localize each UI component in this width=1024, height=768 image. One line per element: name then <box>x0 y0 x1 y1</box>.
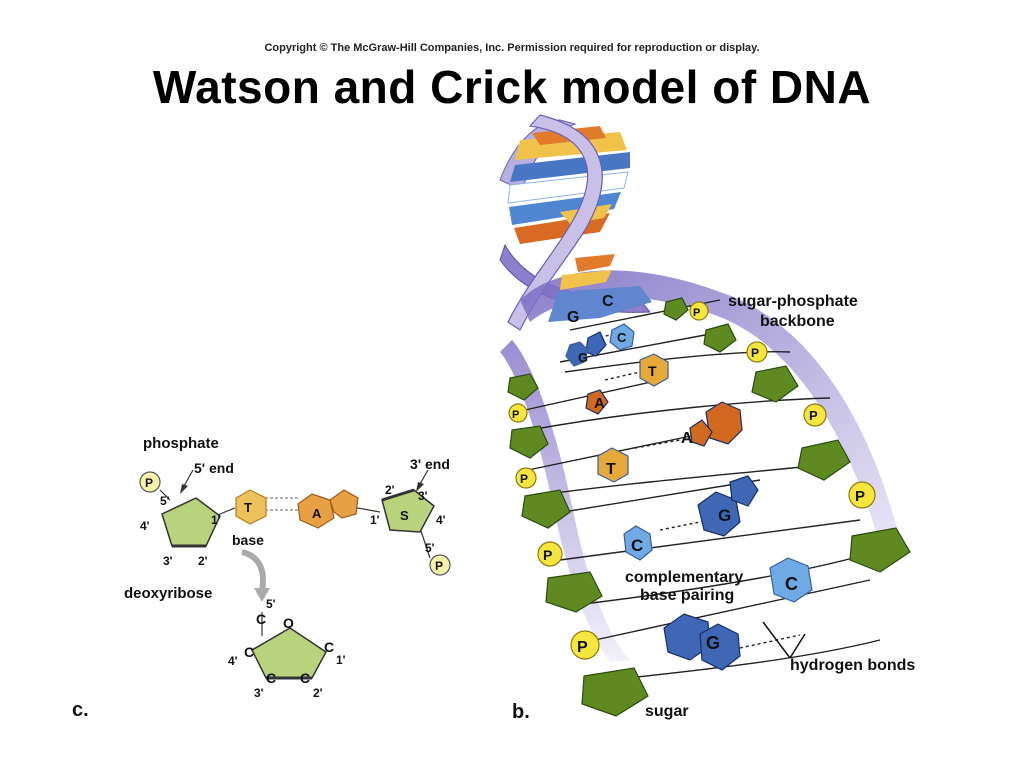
sugar-shape <box>521 489 571 529</box>
sugar-label-s: S <box>400 508 409 523</box>
carbon-number-2: 2' <box>313 686 323 700</box>
ring-oxygen-o: O <box>283 615 294 631</box>
base-label-a: A <box>312 506 322 521</box>
panel-letter-c: c. <box>72 699 89 721</box>
base-label-g: G <box>567 309 579 326</box>
sugar-shape <box>507 373 539 401</box>
label-hydrogen-bonds: hydrogen bonds <box>790 657 915 674</box>
carbon-number-2: 2' <box>385 483 395 497</box>
ring-carbon-c: C <box>324 639 334 655</box>
label-base-pairing: base pairing <box>640 587 734 604</box>
carbon-number-1: 1' <box>336 653 346 667</box>
base-label-a: A <box>681 430 693 447</box>
sugar-shape <box>509 425 549 459</box>
phosphate-circle <box>429 554 451 576</box>
carbon-number-4: 4' <box>140 519 150 533</box>
phosphate-label-p: P <box>435 559 443 573</box>
carbon-number-3: 3' <box>418 489 428 503</box>
carbon-number-5: 5' <box>266 597 276 611</box>
sugar-shape <box>581 667 649 717</box>
phosphate-label-p: P <box>145 476 153 490</box>
label-sugar: sugar <box>645 703 689 720</box>
phosphate-label-p: P <box>520 472 528 486</box>
label-phosphate: phosphate <box>143 435 219 452</box>
carbon-number-1: 1' <box>211 513 221 527</box>
hydrogen-pointer <box>762 621 806 659</box>
sugar-shape <box>849 527 911 573</box>
phosphate-label-p: P <box>577 639 588 656</box>
ring-carbon-c: C <box>266 670 276 686</box>
base-label-c: C <box>617 330 627 345</box>
carbon-number-3: 3' <box>163 554 173 568</box>
phosphate-group-p <box>508 301 876 660</box>
page-title: Watson and Crick model of DNA <box>152 61 872 113</box>
carbon-number-4: 4' <box>228 654 238 668</box>
sugar-shape <box>751 365 799 403</box>
base-label-g: G <box>718 506 731 525</box>
base-label-a: A <box>594 395 605 412</box>
nucleotide-diagram <box>139 469 451 680</box>
helix-lower <box>500 254 911 717</box>
label-backbone: backbone <box>760 313 835 330</box>
base-label-t: T <box>244 500 252 515</box>
label-deoxyribose: deoxyribose <box>124 585 212 602</box>
base-label-t: T <box>606 461 616 478</box>
carbon-number-5: 5' <box>425 541 435 555</box>
phosphate-circle <box>139 471 161 493</box>
phosphate-label-p: P <box>512 409 519 421</box>
carbon-number-5: 5' <box>160 494 170 508</box>
label-5-end: 5' end <box>194 460 234 476</box>
base-label-c: C <box>631 536 643 555</box>
base-label-t: T <box>648 363 657 379</box>
base-label-g: G <box>706 633 720 653</box>
copyright-notice: Copyright © The McGraw-Hill Companies, I… <box>264 42 760 54</box>
panel-letter-b: b. <box>512 701 530 723</box>
ring-carbon-c: C <box>300 670 310 686</box>
label-sugar-phosphate: sugar-phosphate <box>728 293 858 310</box>
sugar-shape <box>703 323 737 353</box>
sugar-shape <box>545 571 603 613</box>
carbon-number-4: 4' <box>436 513 446 527</box>
sugar-shape <box>663 297 689 321</box>
base-label-c: C <box>785 574 798 594</box>
ring-carbon-c: C <box>244 644 254 660</box>
phosphate-label-p: P <box>855 488 865 505</box>
phosphate-label-p: P <box>809 408 818 423</box>
base-label-c: C <box>602 293 614 310</box>
ring-carbon-c: C <box>256 611 266 627</box>
carbon-number-3: 3' <box>254 686 264 700</box>
phosphate-label-p: P <box>543 547 552 563</box>
carbon-number-1: 1' <box>370 513 380 527</box>
label-3-end: 3' end <box>410 456 450 472</box>
helix-top <box>499 114 652 331</box>
phosphate-label-p: P <box>751 346 759 360</box>
phosphate-label-p: P <box>693 307 700 319</box>
base-label-g: G <box>578 350 588 365</box>
label-complementary: complementary <box>625 569 743 586</box>
label-base: base <box>232 532 264 548</box>
sugar-shape <box>797 439 851 481</box>
carbon-number-2: 2' <box>198 554 208 568</box>
